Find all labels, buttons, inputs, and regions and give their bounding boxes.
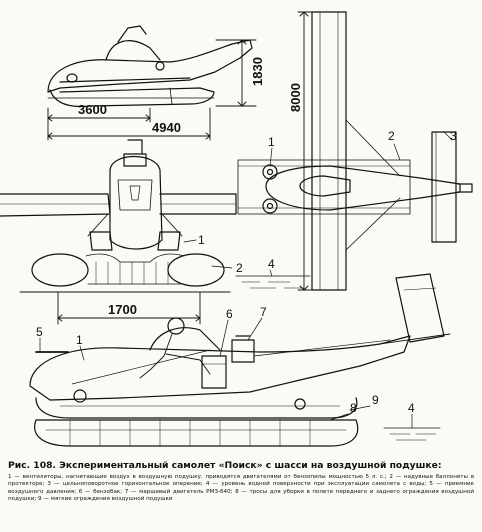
callout-1-side: 1 bbox=[76, 333, 83, 347]
callout-2-plan: 2 bbox=[388, 129, 395, 143]
plan-view bbox=[237, 11, 473, 291]
dimension-8000 bbox=[297, 11, 313, 291]
callout-9-side: 9 bbox=[372, 393, 379, 407]
dim-1830-label: 1830 bbox=[250, 57, 265, 86]
callout-1-plan: 1 bbox=[268, 135, 275, 149]
dim-3600-label: 3600 bbox=[78, 102, 107, 117]
caption-title: Рис. 108. Экспериментальный самолет «Пои… bbox=[8, 460, 442, 471]
callout-8-side: 8 bbox=[350, 401, 357, 415]
callout-5-side: 5 bbox=[36, 325, 43, 339]
leader-lines bbox=[39, 131, 453, 429]
figure-caption: Рис. 108. Экспериментальный самолет «Пои… bbox=[8, 460, 474, 503]
dimension-1830 bbox=[215, 39, 257, 107]
side-view-small bbox=[47, 25, 253, 108]
dim-1700-label: 1700 bbox=[108, 302, 137, 317]
callout-4-side: 4 bbox=[408, 401, 415, 415]
dimension-lengths bbox=[47, 107, 211, 141]
dim-8000-label: 8000 bbox=[288, 83, 303, 112]
callout-4-front: 4 bbox=[268, 257, 275, 271]
callout-1-front: 1 bbox=[198, 233, 205, 247]
callout-7-side: 7 bbox=[260, 305, 267, 319]
technical-drawing: 1830 3600 4940 8000 1700 1 2 3 1 2 4 5 1… bbox=[0, 11, 473, 447]
callout-3-plan: 3 bbox=[450, 129, 457, 143]
dim-4940-label: 4940 bbox=[152, 120, 181, 135]
side-view-large bbox=[29, 273, 451, 447]
callout-2-front: 2 bbox=[236, 261, 243, 275]
callout-6-side: 6 bbox=[226, 307, 233, 321]
front-view bbox=[0, 139, 311, 293]
caption-body: 1 — вентиляторы, нагнетающие воздух в во… bbox=[8, 474, 474, 502]
